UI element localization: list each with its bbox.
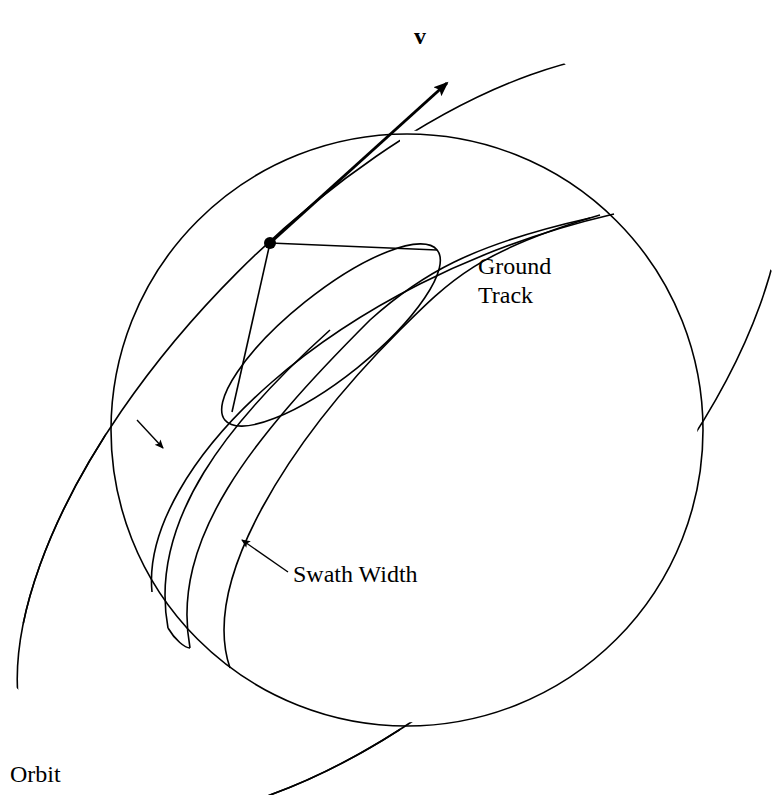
orbit-label: Orbit — [10, 760, 61, 789]
ground-track-ellipse — [199, 217, 464, 453]
satellite-dot — [264, 237, 276, 249]
pointer-arrow — [137, 420, 163, 448]
pointer-arrow — [242, 540, 288, 572]
swath-width-label: Swath Width — [293, 560, 418, 589]
velocity-arrow — [270, 83, 447, 243]
cone-line — [270, 243, 437, 250]
earth-outline — [111, 134, 703, 726]
vector-label: v⃗ — [414, 22, 445, 51]
cone-line — [232, 243, 270, 412]
ground-track-label: Ground Track — [478, 252, 578, 310]
swath-curves — [151, 214, 614, 668]
